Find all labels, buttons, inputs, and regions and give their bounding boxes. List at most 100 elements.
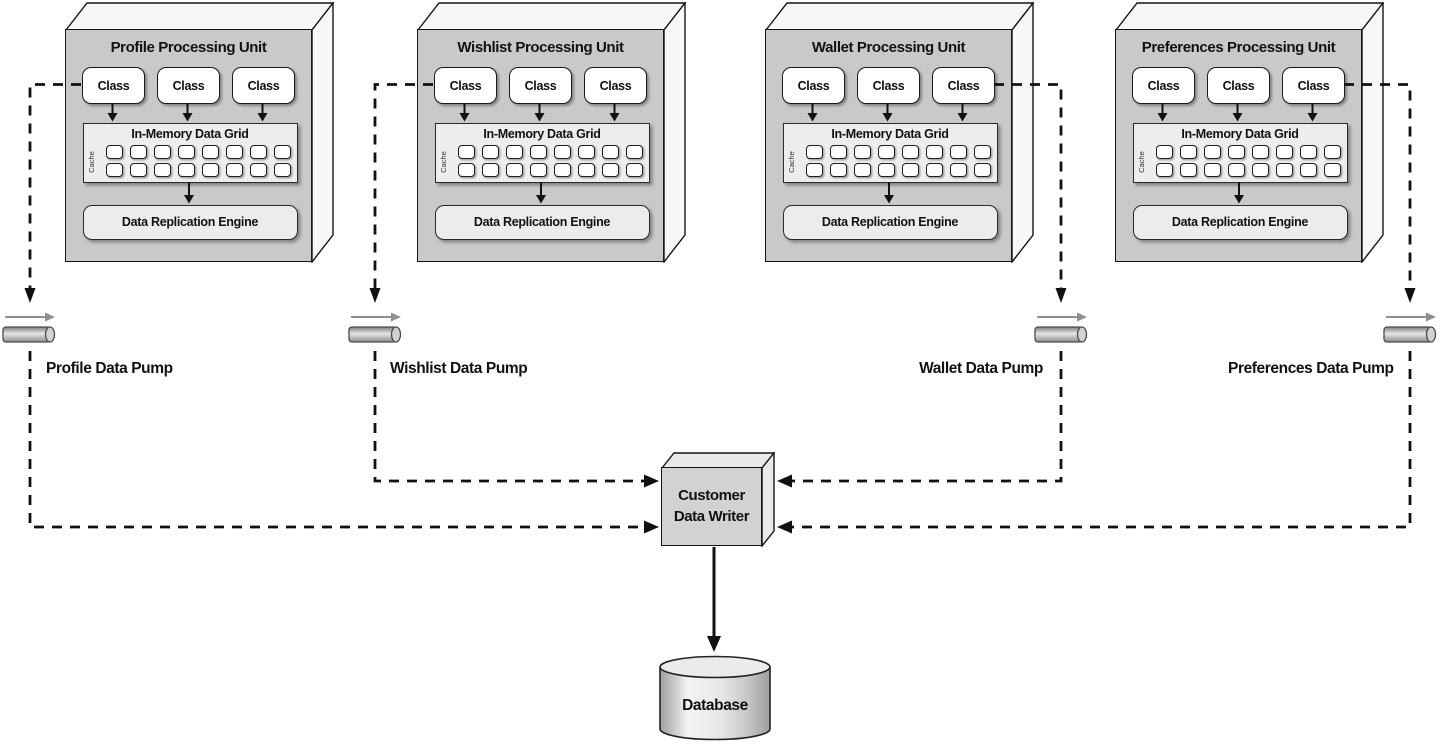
class-box: Class bbox=[932, 67, 995, 104]
cache-cells bbox=[805, 144, 991, 177]
unit-preferences: Preferences Processing Unit Class Class … bbox=[1115, 2, 1384, 263]
cache-cell bbox=[1155, 144, 1173, 159]
data-replication-engine: Data Replication Engine bbox=[1132, 204, 1348, 240]
cache-cell bbox=[529, 162, 547, 177]
in-memory-data-grid: In-Memory Data Grid Cache bbox=[782, 122, 998, 183]
cache-cell bbox=[577, 162, 595, 177]
cache-cell bbox=[601, 162, 619, 177]
cache-label: Cache bbox=[438, 150, 448, 173]
wallet-data-pump-label: Wallet Data Pump bbox=[919, 360, 1043, 377]
cache-cell bbox=[273, 144, 291, 159]
arrowhead-left-upper bbox=[777, 474, 792, 488]
cache-cell bbox=[273, 162, 291, 177]
cache-label: Cache bbox=[786, 150, 796, 173]
cache-cell bbox=[153, 144, 171, 159]
cache-cell bbox=[949, 144, 967, 159]
grid-title: In-Memory Data Grid bbox=[483, 126, 601, 141]
arrowhead-down-wallet bbox=[1055, 288, 1067, 303]
arrowhead-down-wishlist bbox=[369, 288, 381, 303]
class-box: Class bbox=[82, 67, 145, 104]
cache-label: Cache bbox=[1136, 150, 1146, 173]
database-label: Database bbox=[682, 697, 748, 714]
class-box: Class bbox=[1132, 67, 1195, 104]
class-box: Class bbox=[584, 67, 647, 104]
cache-cell bbox=[249, 144, 267, 159]
cache-cell bbox=[1227, 144, 1245, 159]
cache-cell bbox=[457, 162, 475, 177]
in-memory-data-grid: In-Memory Data Grid Cache bbox=[434, 122, 650, 183]
profile-data-pump-icon bbox=[2, 311, 56, 343]
cache-cell bbox=[201, 162, 219, 177]
cache-cell bbox=[925, 144, 943, 159]
cache-cell bbox=[457, 144, 475, 159]
cache-cell bbox=[877, 162, 895, 177]
cache-cell bbox=[625, 162, 643, 177]
data-replication-engine: Data Replication Engine bbox=[434, 204, 650, 240]
cache-cell bbox=[853, 144, 871, 159]
arrowhead-down-profile bbox=[24, 288, 36, 303]
cache-cell bbox=[949, 162, 967, 177]
class-box: Class bbox=[509, 67, 572, 104]
unit-front-face: Preferences Processing Unit Class Class … bbox=[1115, 29, 1362, 262]
class-box: Class bbox=[1282, 67, 1345, 104]
unit-front-face: Profile Processing Unit Class Class Clas… bbox=[65, 29, 312, 262]
class-box: Class bbox=[782, 67, 845, 104]
preferences-data-pump-label: Preferences Data Pump bbox=[1228, 360, 1394, 377]
database-cylinder-top bbox=[659, 655, 771, 679]
grid-title: In-Memory Data Grid bbox=[1181, 126, 1299, 141]
cache-cell bbox=[105, 162, 123, 177]
arrowhead-left-lower bbox=[777, 520, 792, 534]
cache-cell bbox=[529, 144, 547, 159]
cache-cell bbox=[1203, 162, 1221, 177]
cache-cells bbox=[1155, 144, 1341, 177]
cache-cell bbox=[1179, 144, 1197, 159]
wishlist-data-pump-label: Wishlist Data Pump bbox=[390, 360, 528, 377]
cache-cell bbox=[805, 144, 823, 159]
cache-cell bbox=[225, 144, 243, 159]
unit-title: Wallet Processing Unit bbox=[811, 39, 966, 56]
wishlist-data-pump-icon bbox=[348, 311, 402, 343]
arrowhead-right-upper bbox=[644, 474, 659, 488]
cache-cell bbox=[1299, 144, 1317, 159]
cache-cell bbox=[601, 144, 619, 159]
cache-label: Cache bbox=[86, 150, 96, 173]
cache-cell bbox=[625, 144, 643, 159]
unit-title: Preferences Processing Unit bbox=[1141, 39, 1336, 56]
cache-cell bbox=[553, 144, 571, 159]
cache-cell bbox=[805, 162, 823, 177]
class-box: Class bbox=[857, 67, 920, 104]
in-memory-data-grid: In-Memory Data Grid Cache bbox=[1132, 122, 1348, 183]
cache-cell bbox=[177, 144, 195, 159]
unit-front-face: Wishlist Processing Unit Class Class Cla… bbox=[417, 29, 664, 262]
cache-cells bbox=[457, 144, 643, 177]
arrowhead-right-lower bbox=[644, 520, 659, 534]
cache-cell bbox=[577, 144, 595, 159]
unit-wallet: Wallet Processing Unit Class Class Class… bbox=[765, 2, 1034, 263]
writer-label: Customer Data Writer bbox=[661, 467, 762, 546]
cache-cell bbox=[1323, 162, 1341, 177]
cache-cell bbox=[553, 162, 571, 177]
cache-cell bbox=[201, 144, 219, 159]
cache-cell bbox=[925, 162, 943, 177]
cache-cell bbox=[225, 162, 243, 177]
cache-cell bbox=[129, 162, 147, 177]
cache-cell bbox=[1275, 162, 1293, 177]
unit-wishlist: Wishlist Processing Unit Class Class Cla… bbox=[417, 2, 686, 263]
class-box: Class bbox=[434, 67, 497, 104]
cache-cell bbox=[177, 162, 195, 177]
cache-cell bbox=[1203, 144, 1221, 159]
cache-cell bbox=[901, 144, 919, 159]
cache-cell bbox=[973, 162, 991, 177]
unit-profile: Profile Processing Unit Class Class Clas… bbox=[65, 2, 334, 263]
cache-cells bbox=[105, 144, 291, 177]
cache-cell bbox=[249, 162, 267, 177]
cache-cell bbox=[1299, 162, 1317, 177]
cache-cell bbox=[481, 144, 499, 159]
grid-title: In-Memory Data Grid bbox=[831, 126, 949, 141]
wallet-data-pump-icon bbox=[1034, 311, 1088, 343]
cache-cell bbox=[105, 144, 123, 159]
data-replication-engine: Data Replication Engine bbox=[82, 204, 298, 240]
customer-data-writer: Customer Data Writer bbox=[660, 451, 776, 548]
cache-cell bbox=[129, 144, 147, 159]
